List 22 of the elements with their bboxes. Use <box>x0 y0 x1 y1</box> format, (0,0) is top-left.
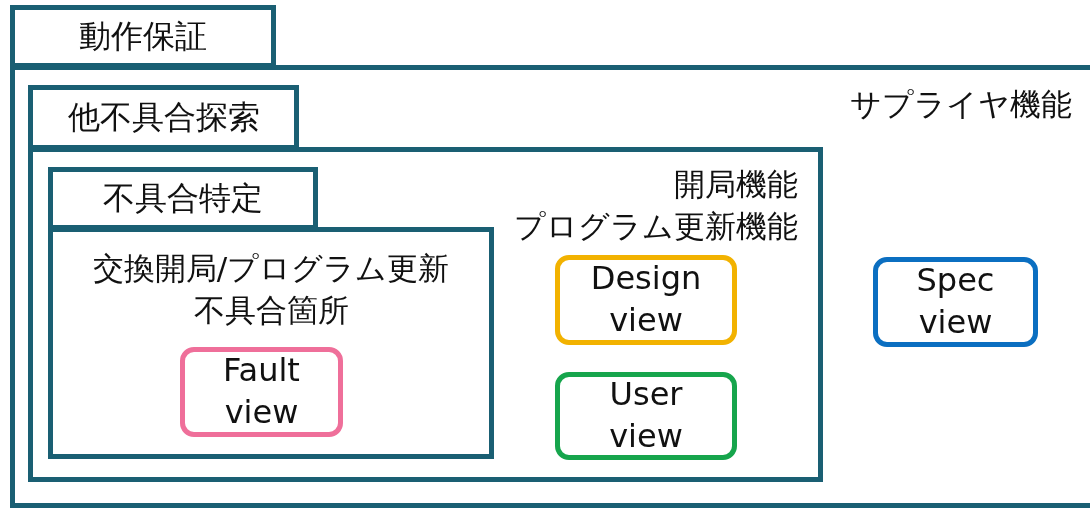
group-frame <box>10 65 1090 508</box>
frame-heading: プログラム更新機能 <box>514 206 798 246</box>
tab-label <box>28 85 299 150</box>
frame-heading: 開局機能 <box>674 165 798 204</box>
view-box <box>873 257 1038 347</box>
tab-title: 動作保証 <box>79 15 207 57</box>
view-name: Fault view <box>222 350 301 433</box>
tab-label <box>10 5 276 68</box>
view-box <box>555 372 737 460</box>
tab-title: 不具合特定 <box>103 177 263 219</box>
view-name: Spec view <box>915 260 996 343</box>
tab-title: 他不具合探索 <box>67 96 260 138</box>
frame-heading: サプライヤ機能 <box>850 85 1072 124</box>
frame-heading: 交換開局/プログラム更新 <box>92 249 450 288</box>
view-name: User view <box>608 374 684 457</box>
view-box <box>180 347 343 437</box>
view-name: Design view <box>589 258 703 341</box>
tab-label <box>48 167 318 230</box>
group-frame <box>28 147 823 482</box>
view-box <box>555 255 737 345</box>
group-frame <box>48 227 494 459</box>
frame-heading: 不具合箇所 <box>193 290 349 330</box>
